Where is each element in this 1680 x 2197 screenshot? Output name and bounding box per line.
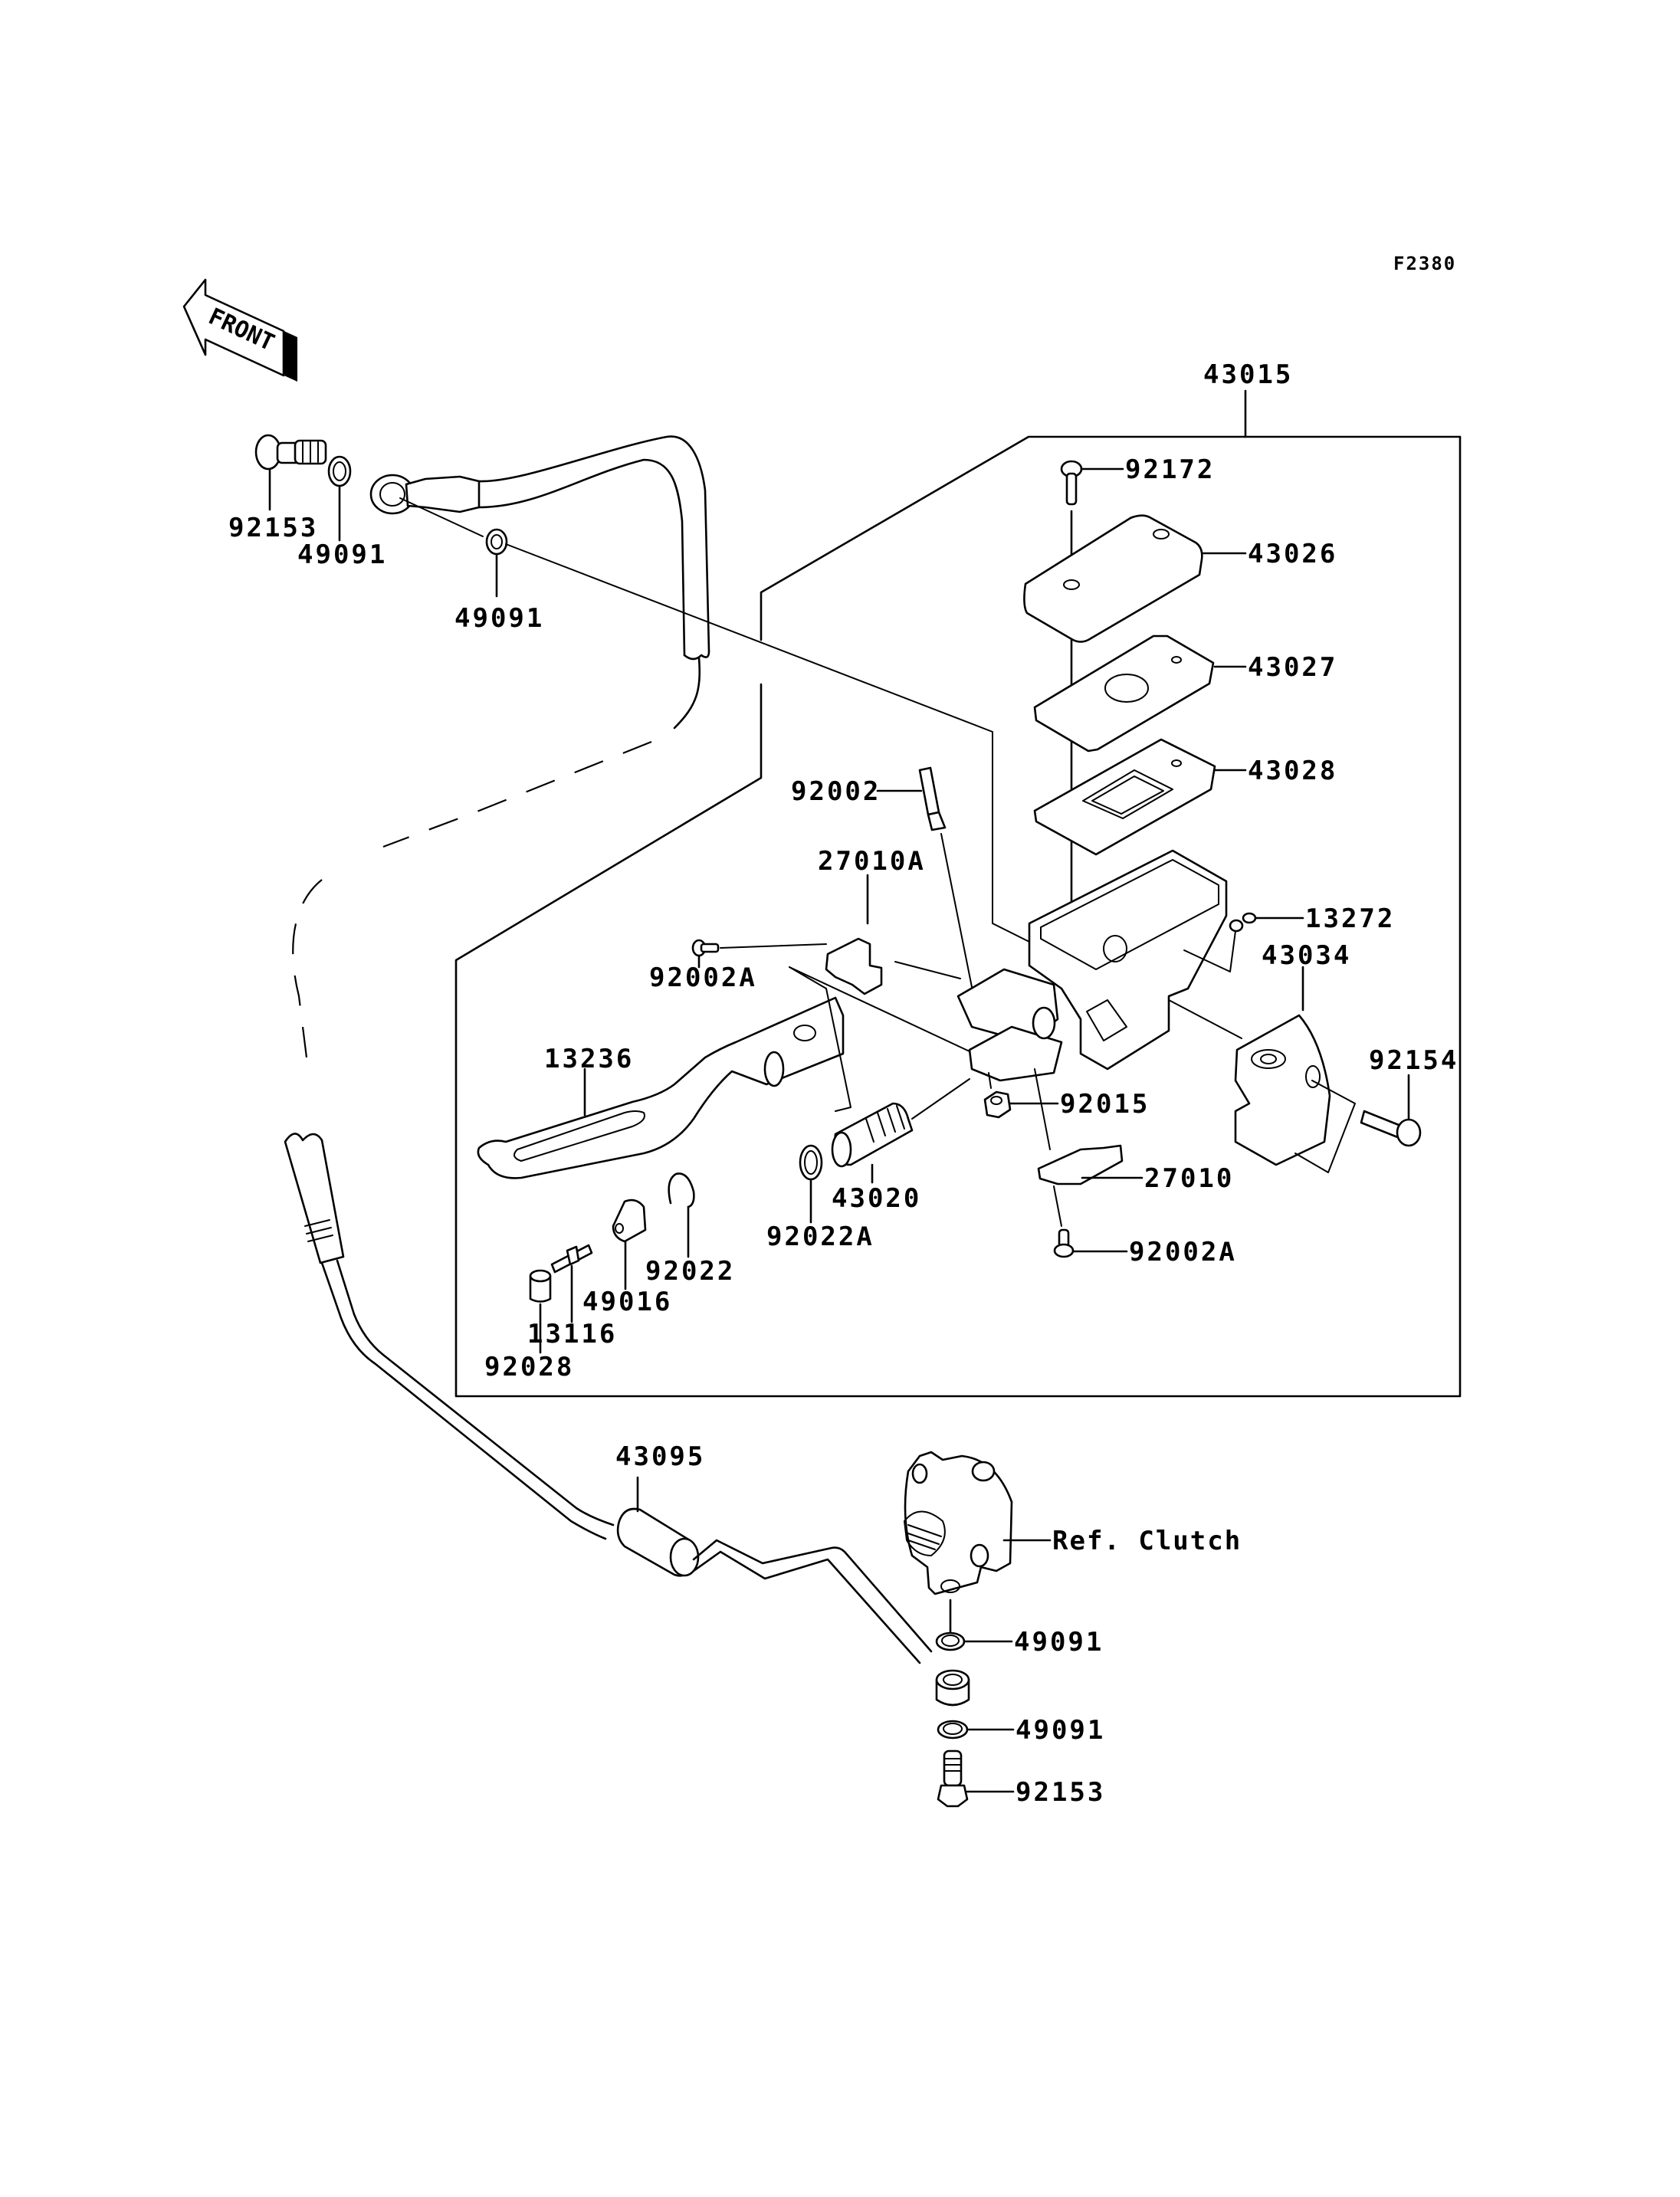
washer-92022A	[799, 1144, 823, 1224]
push-rod-13116	[550, 1244, 593, 1323]
callout-49091-lower-a: 49091	[1014, 1627, 1104, 1658]
callout-43020: 43020	[832, 1183, 921, 1214]
washer-49091-lower-b	[937, 1720, 1015, 1740]
callout-ref-clutch: Ref. Clutch	[1052, 1526, 1242, 1556]
callout-49091-lower-b: 49091	[1016, 1715, 1105, 1746]
diaphragm-plate-43027	[1033, 635, 1247, 753]
callout-92172: 92172	[1125, 454, 1215, 485]
diaphragm-43028	[1033, 738, 1247, 856]
banjo-bolt-92153-lower	[937, 1749, 1015, 1808]
callout-92028: 92028	[484, 1352, 574, 1382]
callout-92153-lower: 92153	[1016, 1777, 1105, 1808]
callout-92153-upper: 92153	[228, 513, 318, 543]
washer-49091-upper-left	[327, 455, 352, 542]
callout-13236: 13236	[544, 1044, 634, 1074]
callout-43034: 43034	[1262, 940, 1351, 971]
pivot-bolt-92002	[876, 766, 973, 988]
clutch-slave-cylinder-ref	[904, 1451, 1052, 1634]
washer-49091-lower-a	[935, 1631, 1013, 1651]
figure-code: F2380	[1393, 253, 1456, 274]
switch-27010	[1034, 1068, 1144, 1227]
callout-13272: 13272	[1305, 903, 1395, 934]
callout-49091-upper-left: 49091	[297, 539, 387, 570]
callout-43026: 43026	[1248, 539, 1337, 569]
screw-92172	[1060, 460, 1124, 952]
callout-27010: 27010	[1144, 1163, 1234, 1194]
bolt-92154	[1360, 1074, 1422, 1147]
piston-43020	[831, 1078, 970, 1184]
screw-92002A-lower	[1053, 1228, 1128, 1258]
screw-13272	[1183, 912, 1304, 972]
callout-43028: 43028	[1248, 756, 1337, 786]
boot-49016	[612, 1199, 647, 1290]
callout-92002: 92002	[791, 776, 881, 807]
callout-13116: 13116	[527, 1319, 617, 1349]
clutch-lever-13236	[477, 966, 970, 1179]
clutch-hose-43095-lower	[284, 1133, 933, 1664]
cap-92028	[529, 1269, 552, 1354]
assembly-43015-outline	[454, 389, 1462, 1398]
switch-27010A	[825, 874, 961, 995]
circlip-92022	[668, 1172, 695, 1258]
reservoir-cap-43026	[1023, 514, 1247, 643]
callout-92154: 92154	[1369, 1045, 1459, 1076]
washer-49091-upper-right	[399, 497, 1032, 943]
clutch-hose-43095-upper	[292, 435, 710, 1058]
banjo-bolt-92153-upper	[254, 434, 327, 511]
callout-43027: 43027	[1248, 652, 1337, 683]
callout-43095: 43095	[615, 1441, 705, 1472]
callout-27010A: 27010A	[818, 846, 926, 877]
master-cylinder-body	[956, 849, 1228, 1082]
callout-49016: 49016	[582, 1287, 672, 1317]
screw-92002A-upper	[691, 939, 827, 969]
holder-43034	[1168, 966, 1356, 1173]
front-direction-arrow-icon: FRONT	[182, 278, 297, 382]
callout-92002A-upper: 92002A	[649, 962, 757, 993]
callout-43015: 43015	[1203, 359, 1293, 390]
callout-92002A-lower: 92002A	[1129, 1237, 1237, 1267]
callout-92022A: 92022A	[766, 1221, 874, 1252]
banjo-fitting-lower	[935, 1669, 970, 1707]
callout-92015: 92015	[1060, 1089, 1150, 1120]
callout-92022: 92022	[645, 1256, 735, 1287]
callout-49091-upper-right: 49091	[454, 603, 544, 634]
nut-92015	[983, 1072, 1059, 1119]
